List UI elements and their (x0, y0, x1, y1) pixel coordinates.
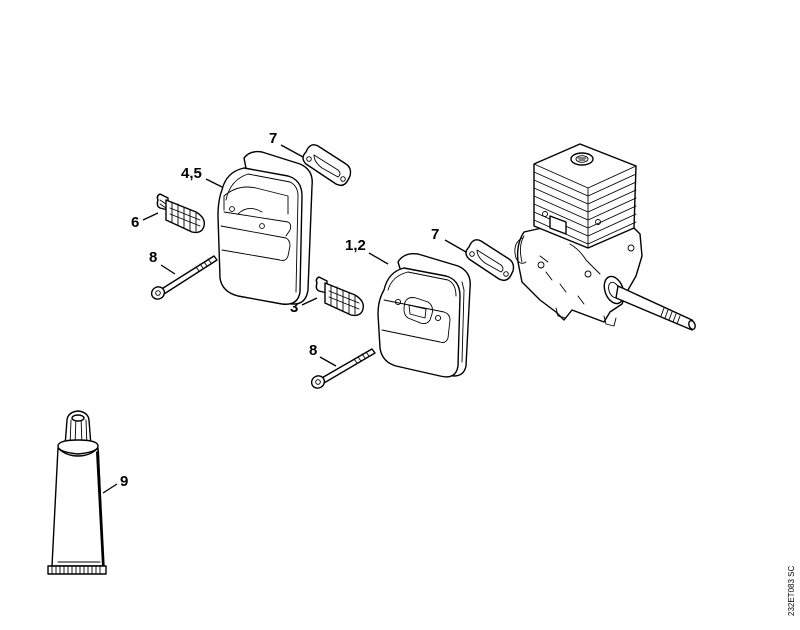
callout-1-2[interactable]: 1,2 (345, 237, 389, 265)
callout-6[interactable]: 6 (131, 212, 159, 231)
svg-text:1,2: 1,2 (345, 237, 366, 254)
callout-7-lower[interactable]: 7 (431, 226, 467, 253)
gasket-upper[interactable] (302, 144, 352, 187)
callout-7-upper[interactable]: 7 (269, 130, 304, 158)
screw-lower[interactable] (309, 348, 376, 390)
callout-3[interactable]: 3 (290, 297, 318, 316)
svg-text:8: 8 (149, 249, 157, 266)
muffler-lower[interactable] (377, 252, 471, 378)
svg-text:7: 7 (269, 130, 277, 147)
callout-8-lower[interactable]: 8 (309, 342, 337, 367)
svg-text:6: 6 (131, 214, 139, 231)
spark-screen-lower[interactable] (315, 276, 365, 317)
drawing-code: 232ET083 SC (787, 566, 796, 616)
muffler-upper[interactable] (217, 150, 313, 305)
svg-text:7: 7 (431, 226, 439, 243)
svg-text:4,5: 4,5 (181, 165, 202, 182)
callout-8-upper[interactable]: 8 (149, 249, 176, 275)
svg-text:9: 9 (120, 473, 128, 490)
screw-upper[interactable] (149, 255, 218, 301)
svg-text:8: 8 (309, 342, 317, 359)
engine-assembly[interactable] (514, 143, 697, 331)
callout-4-5[interactable]: 4,5 (181, 165, 223, 188)
gasket-lower[interactable] (465, 239, 515, 282)
spark-screen-upper[interactable] (156, 193, 206, 234)
svg-text:3: 3 (290, 299, 298, 316)
grease-tube[interactable] (47, 410, 107, 575)
callout-9[interactable]: 9 (102, 473, 128, 494)
